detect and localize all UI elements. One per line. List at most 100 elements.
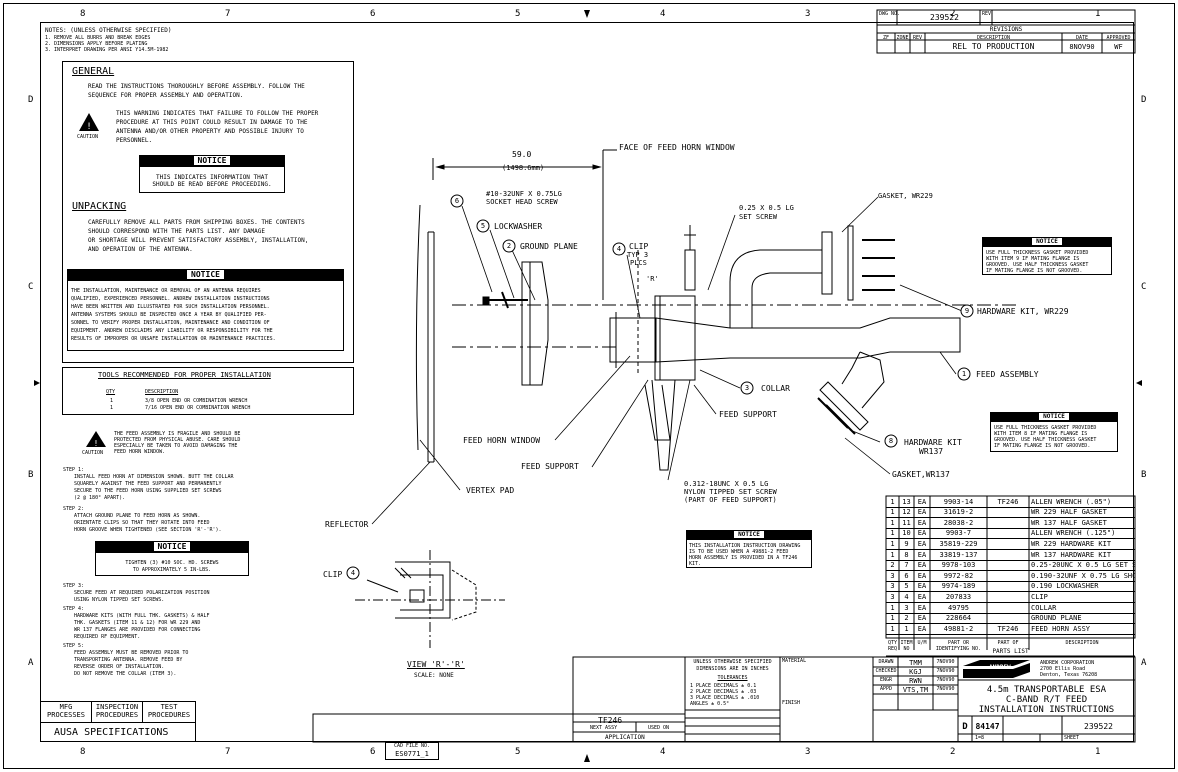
zone-left-C: C bbox=[28, 282, 34, 292]
rev-dwg-no: 239522 bbox=[930, 13, 959, 22]
pl-footer-qty: QTY REQ bbox=[887, 640, 898, 652]
title-line3: INSTALLATION INSTRUCTIONS bbox=[978, 705, 1115, 715]
parts-list-part: 9974-189 bbox=[941, 582, 976, 591]
parts-list-qty: 1 bbox=[890, 614, 895, 623]
parts-list-item: 4 bbox=[904, 592, 909, 601]
notice-right2-2: WITH ITEM 8 IF MATING FLANGE IS bbox=[994, 431, 1088, 437]
parts-list-item: 13 bbox=[902, 497, 911, 506]
parts-list-item: 8 bbox=[904, 550, 909, 559]
notice-big bbox=[67, 269, 344, 351]
step1-4: (2 @ 180° APART). bbox=[74, 495, 126, 501]
spec-mfg: MFG bbox=[59, 703, 73, 711]
callout-r-mark: 'R' bbox=[646, 275, 659, 283]
parts-list-qty: 1 bbox=[890, 603, 895, 612]
callout-hw137b: WR137 bbox=[919, 447, 944, 456]
material-label: MATERIAL bbox=[782, 658, 807, 664]
zone-right-A: A bbox=[1141, 658, 1147, 668]
notice-right2-4: IF MATING FLANGE IS NOT GROOVED. bbox=[994, 443, 1091, 449]
notice-mid-3: HORN ASSEMBLY IS PROVIDED IN A TF246 bbox=[689, 555, 798, 561]
rev-h-zone: ZONE bbox=[896, 35, 909, 41]
parts-list-part: 207833 bbox=[945, 592, 972, 601]
parts-list-um: EA bbox=[917, 518, 927, 527]
spec-insp: INSPECTION bbox=[95, 703, 139, 711]
unpacking-title: UNPACKING bbox=[72, 201, 127, 212]
caution-text-2: PROCEDURE AT THIS POINT COULD RESULT IN … bbox=[116, 119, 308, 126]
step4-head: STEP 4: bbox=[63, 606, 85, 612]
parts-list-part: 28038-2 bbox=[943, 518, 974, 527]
step2-1: ATTACH GROUND PLANE TO FEED HORN AS SHOW… bbox=[74, 513, 201, 519]
view-label: VIEW 'R'-'R' bbox=[407, 660, 465, 669]
rev-h-rev: REV bbox=[912, 35, 923, 41]
notice-right-2: WITH ITEM 9 IF MATING FLANGE IS bbox=[986, 256, 1080, 262]
notice-mid-1: THIS INSTALLATION INSTRUCTION DRAWING bbox=[689, 543, 801, 549]
zone-top-4: 4 bbox=[660, 9, 666, 19]
tools-col-qty: QTY bbox=[106, 389, 116, 395]
company-name: ANDREW CORPORATION bbox=[1040, 660, 1095, 666]
parts-list-part: 49881-2 bbox=[943, 624, 974, 633]
parts-list-part: 228664 bbox=[945, 614, 972, 623]
step3-head: STEP 3: bbox=[63, 583, 85, 589]
callout-plcs: PLCS bbox=[630, 259, 647, 267]
outer-frame bbox=[3, 3, 1175, 769]
spec-col-3 bbox=[142, 701, 196, 723]
rev-h-zf: ZF bbox=[882, 35, 890, 41]
next-assy: NEXT ASSY bbox=[590, 725, 618, 731]
step1-2: SQUARELY AGAINST THE FEED SUPPORT AND PE… bbox=[74, 481, 222, 487]
pl-footer-item: ITEM NO bbox=[900, 640, 913, 652]
dim-mm: (1498.6mm) bbox=[502, 164, 545, 172]
dim-main: 59.0 bbox=[512, 150, 532, 159]
parts-list-item: 5 bbox=[904, 582, 909, 591]
zone-top-6: 6 bbox=[370, 9, 376, 19]
notice-small-1: THIS INDICATES INFORMATION THAT bbox=[156, 174, 268, 181]
parts-list-part: 33819-137 bbox=[939, 550, 978, 559]
callout-setscrew2: SET SCREW bbox=[739, 213, 777, 221]
notice-big-1: THE INSTALLATION, MAINTENANCE OR REMOVAL… bbox=[71, 288, 261, 294]
zone-bottom-3: 3 bbox=[805, 747, 811, 757]
parts-list-qty: 1 bbox=[890, 539, 895, 548]
cad-value: ES0771_1 bbox=[395, 750, 429, 758]
company-addr1: 2700 Ellis Road bbox=[1040, 666, 1086, 672]
notice-right-4: IF MATING FLANGE IS NOT GROOVED. bbox=[986, 268, 1083, 274]
tol-5: 2 PLACE DECIMALS ± .03 bbox=[690, 689, 757, 695]
callout-clip: CLIP bbox=[629, 242, 649, 251]
title-line1: 4.5m TRANSPORTABLE ESA bbox=[986, 685, 1107, 695]
table-row-divider bbox=[886, 633, 1135, 635]
parts-list-item: 7 bbox=[904, 561, 909, 570]
notice-right-header: NOTICE bbox=[983, 238, 1111, 247]
balloon-9: 9 bbox=[964, 307, 970, 315]
parts-list-part: 9972-82 bbox=[943, 571, 974, 580]
notice-big-3: HAVE BEEN WRITTEN AND ILLUSTRATED FOR SU… bbox=[71, 304, 270, 310]
step5-head: STEP 5: bbox=[63, 643, 85, 649]
callout-feed-support-2: FEED SUPPORT bbox=[521, 462, 579, 471]
signature-date: 7NOV90 bbox=[936, 668, 955, 674]
notice-small bbox=[139, 155, 285, 193]
note-3: 3. INTERPRET DRAWING PER ANSI Y14.5M-198… bbox=[45, 47, 169, 53]
general-line1: READ THE INSTRUCTIONS THOROUGHLY BEFORE … bbox=[88, 83, 305, 90]
general-title: GENERAL bbox=[72, 66, 115, 77]
step5-2: TRANSPORTING ANTENNA. REMOVE FEED BY bbox=[74, 657, 183, 663]
parts-list-desc: ALLEN WRENCH (.125") bbox=[1031, 529, 1116, 538]
balloon-1: 1 bbox=[961, 370, 967, 378]
notice-big-6: EQUIPMENT. ANDREW DISCLAIMS ANY LIABILIT… bbox=[71, 328, 273, 334]
table-row-divider bbox=[886, 623, 1135, 625]
rev-title: REVISIONS bbox=[989, 26, 1023, 33]
callout-screw: #10-32UNF X 0.75LG bbox=[486, 190, 562, 198]
unpacking-4: AND OPERATION OF THE ANTENNA. bbox=[88, 246, 193, 253]
step5-4: DO NOT REMOVE THE COLLAR (ITEM 3). bbox=[74, 671, 177, 677]
parts-list-qty: 1 bbox=[890, 529, 895, 538]
signature-name: KGJ bbox=[909, 668, 922, 676]
table-row-divider bbox=[886, 517, 1135, 519]
parts-list-um: EA bbox=[917, 529, 927, 538]
parts-list-qty: 3 bbox=[890, 571, 895, 580]
tol-4: 1 PLACE DECIMALS ± 0.1 bbox=[690, 683, 757, 689]
title-dwg: 239522 bbox=[1084, 722, 1113, 731]
tools-panel bbox=[62, 367, 354, 415]
callout-nylon2: NYLON TIPPED SET SCREW bbox=[684, 488, 777, 496]
parts-list-um: EA bbox=[917, 624, 927, 633]
balloon-8: 8 bbox=[888, 437, 894, 445]
callout-face-window: FACE OF FEED HORN WINDOW bbox=[619, 143, 735, 152]
notice-big-7: RESULTS OF IMPROPER OR UNSAFE INSTALLATI… bbox=[71, 336, 276, 342]
callout-horn-window: FEED HORN WINDOW bbox=[463, 436, 541, 445]
zone-top-1: 1 bbox=[1095, 9, 1101, 19]
